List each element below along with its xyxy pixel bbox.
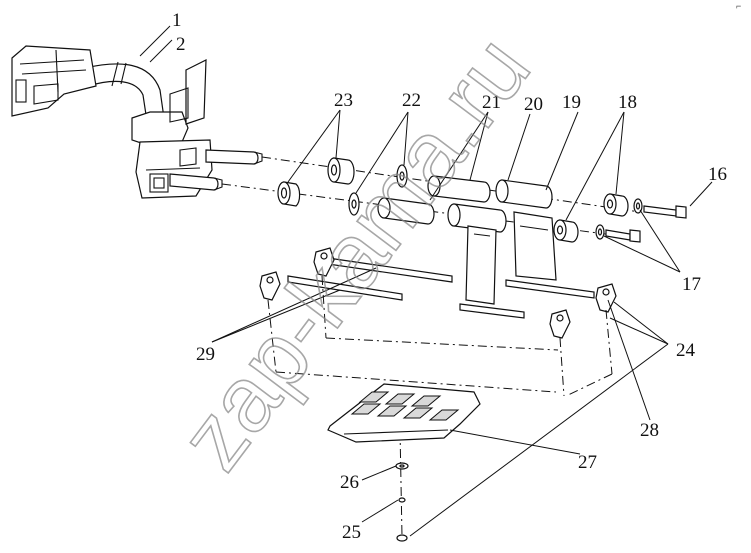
callout-19: 19 bbox=[562, 92, 581, 113]
assembly-guides bbox=[267, 275, 613, 537]
callout-25: 25 bbox=[342, 522, 361, 543]
screw-25 bbox=[396, 497, 408, 542]
callout-27: 27 bbox=[578, 452, 597, 473]
step-rods bbox=[287, 257, 595, 319]
callout-1: 1 bbox=[172, 10, 182, 31]
callout-24: 24 bbox=[676, 340, 696, 361]
nut-18 bbox=[553, 193, 629, 243]
callout-16: 16 bbox=[708, 164, 727, 185]
bracket-plate-19 bbox=[465, 211, 557, 305]
tube-20 bbox=[447, 179, 553, 233]
callout-2: 2 bbox=[176, 34, 186, 55]
step-plate-27 bbox=[327, 383, 481, 443]
bushing-23 bbox=[277, 157, 355, 207]
callout-21: 21 bbox=[482, 92, 501, 113]
callout-17: 17 bbox=[682, 274, 701, 295]
washer-26 bbox=[395, 462, 409, 470]
callout-23: 23 bbox=[334, 90, 353, 111]
callout-18: 18 bbox=[618, 92, 637, 113]
callout-28: 28 bbox=[640, 420, 659, 441]
washer-22 bbox=[348, 164, 408, 216]
callout-22: 22 bbox=[402, 90, 421, 111]
corner-mark: ⌐ bbox=[736, 1, 741, 11]
bracket-shafts bbox=[169, 149, 263, 191]
callout-29: 29 bbox=[196, 344, 215, 365]
callout-labels: 1 2 23 22 21 20 19 18 16 17 24 28 29 27 … bbox=[172, 10, 727, 543]
callout-26: 26 bbox=[340, 472, 359, 493]
washer-17 bbox=[595, 198, 643, 240]
mirror-bracket-assembly bbox=[11, 45, 213, 199]
bolt-16 bbox=[605, 205, 687, 243]
tube-21 bbox=[377, 175, 491, 225]
callout-20: 20 bbox=[524, 94, 543, 115]
eye-bolts bbox=[259, 247, 617, 339]
leader-lines bbox=[139, 25, 713, 537]
